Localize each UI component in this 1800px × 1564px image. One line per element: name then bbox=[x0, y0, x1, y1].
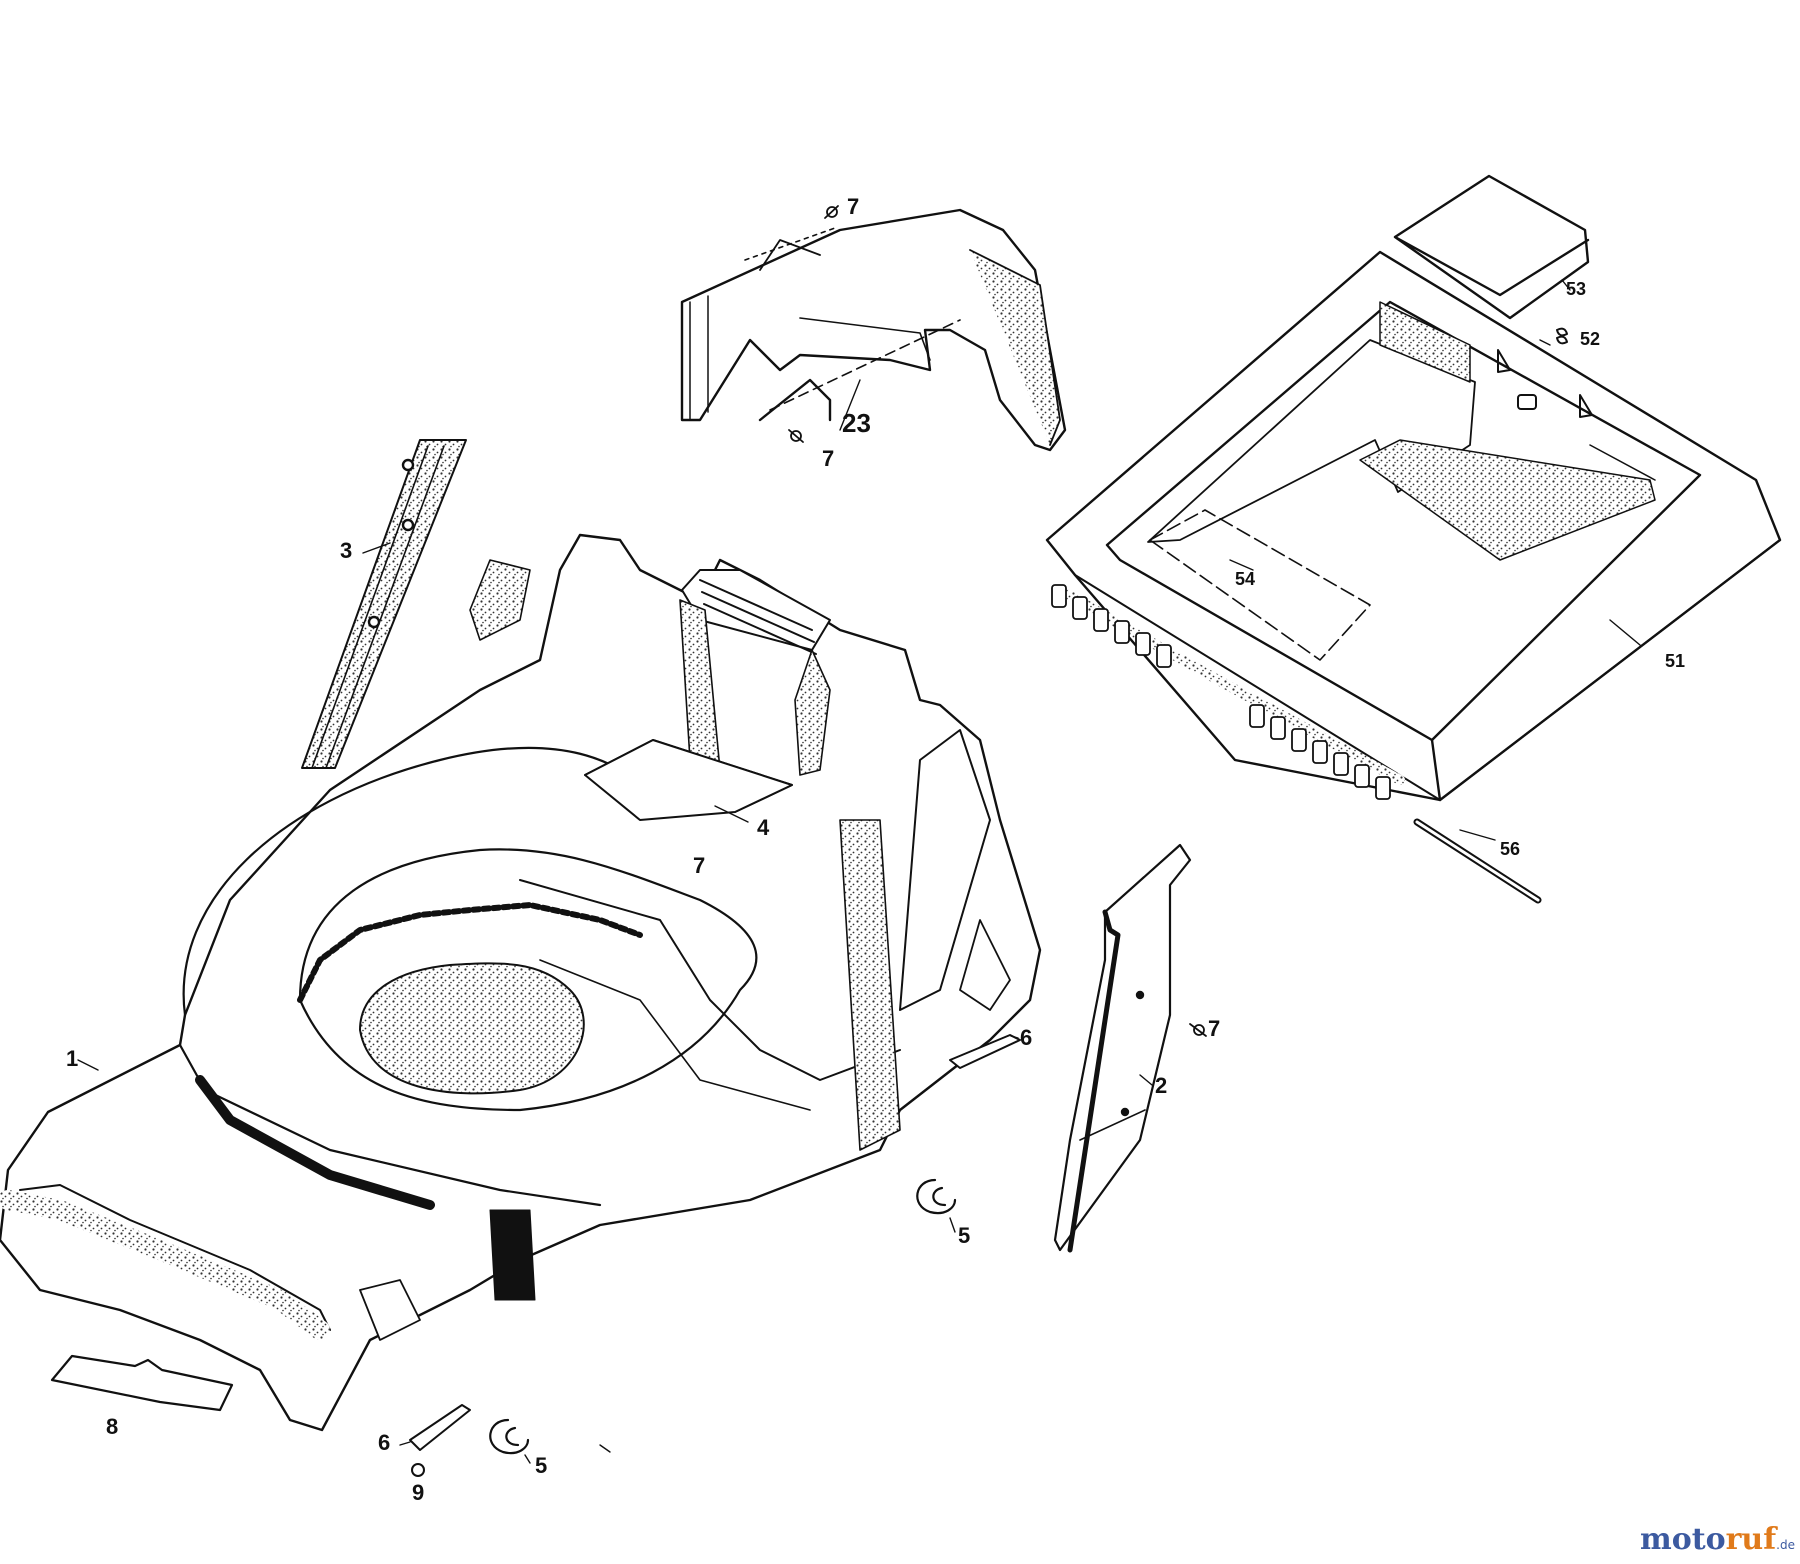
callout-51: 51 bbox=[1665, 651, 1686, 671]
part-52-spring bbox=[1556, 327, 1568, 345]
leader-lines bbox=[77, 279, 1641, 1464]
part-5-clip-left bbox=[489, 1418, 530, 1455]
callout-7-strip: 7 bbox=[1208, 1016, 1221, 1041]
callout-7-deck: 7 bbox=[693, 853, 706, 878]
part-8-plate bbox=[50, 1354, 234, 1412]
callout-6-left: 6 bbox=[378, 1430, 391, 1455]
callout-8: 8 bbox=[106, 1414, 119, 1439]
callout-7-top: 7 bbox=[847, 194, 860, 219]
part-9-nut bbox=[411, 1463, 425, 1477]
callout-7-cover: 7 bbox=[822, 446, 835, 471]
callout-1: 1 bbox=[66, 1046, 79, 1071]
part-4-plate bbox=[584, 739, 793, 821]
callout-52: 52 bbox=[1580, 329, 1601, 349]
part-1-mower-deck bbox=[0, 533, 1042, 1432]
part-6-bracket-right bbox=[949, 1034, 1021, 1069]
callout-6-right: 6 bbox=[1020, 1025, 1033, 1050]
callout-23: 23 bbox=[842, 408, 871, 438]
part-51-grass-box-lid bbox=[1045, 250, 1782, 802]
site-watermark-logo: motoruf.de bbox=[1640, 1522, 1795, 1557]
callout-5-left: 5 bbox=[535, 1453, 548, 1478]
part-53-flap bbox=[1393, 174, 1590, 320]
callout-2: 2 bbox=[1155, 1073, 1168, 1098]
part-5-clip-right bbox=[916, 1178, 957, 1215]
part-54-label-outline bbox=[1149, 509, 1371, 661]
callout-5-right: 5 bbox=[958, 1223, 971, 1248]
callout-4: 4 bbox=[757, 815, 770, 840]
part-3-side-strip bbox=[301, 439, 467, 769]
callout-3: 3 bbox=[340, 538, 353, 563]
callout-56: 56 bbox=[1500, 839, 1521, 859]
part-6-bracket-left bbox=[409, 1404, 471, 1451]
callout-9: 9 bbox=[412, 1480, 425, 1505]
callout-53: 53 bbox=[1566, 279, 1587, 299]
part-2-side-strip bbox=[1053, 843, 1192, 1253]
callout-54: 54 bbox=[1235, 569, 1256, 589]
part-23-rear-deflector bbox=[680, 208, 1067, 452]
